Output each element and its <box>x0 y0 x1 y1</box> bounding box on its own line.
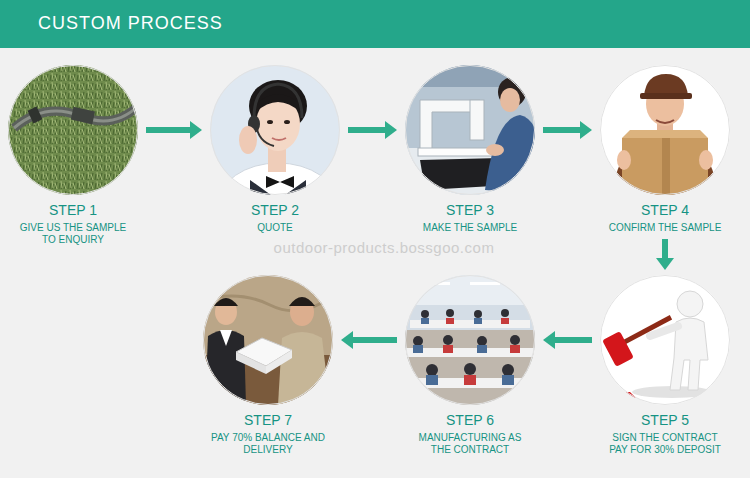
step-texts: STEP 7 PAY 70% BALANCE AND DELIVERY <box>200 412 336 456</box>
circle-outline <box>9 66 138 195</box>
step-description: CONFIRM THE SAMPLE <box>607 222 723 234</box>
step-number: STEP 1 <box>5 202 141 219</box>
step-texts: STEP 3 MAKE THE SAMPLE <box>402 202 538 234</box>
circle-outline <box>204 276 333 405</box>
step-node: STEP 5 SIGN THE CONTRACT PAY FOR 30% DEPO… <box>597 275 733 456</box>
step-number: STEP 2 <box>207 202 343 219</box>
step-circle <box>405 275 535 405</box>
step-circle <box>600 65 730 195</box>
step-circle <box>8 65 138 195</box>
step-description: QUOTE <box>217 222 333 234</box>
step-number: STEP 5 <box>597 412 733 429</box>
step-description: GIVE US THE SAMPLE TO ENQUIRY <box>15 222 131 246</box>
delivery-photo <box>203 275 333 405</box>
flow-arrow <box>662 239 668 258</box>
operator-photo <box>210 65 340 247</box>
step-node: STEP 2 QUOTE <box>207 65 343 234</box>
circle-outline <box>211 66 340 195</box>
contract-photo <box>600 275 730 405</box>
step-number: STEP 7 <box>200 412 336 429</box>
courier-photo <box>600 65 730 200</box>
step-node: STEP 1 GIVE US THE SAMPLE TO ENQUIRY <box>5 65 141 246</box>
step-description: PAY 70% BALANCE AND DELIVERY <box>210 432 326 456</box>
step-node: STEP 6 MANUFACTURING AS THE CONTRACT <box>402 275 538 456</box>
step-texts: STEP 2 QUOTE <box>207 202 343 234</box>
sewing-photo <box>405 65 545 195</box>
step-texts: STEP 4 CONFIRM THE SAMPLE <box>597 202 733 234</box>
step-texts: STEP 6 MANUFACTURING AS THE CONTRACT <box>402 412 538 456</box>
step-node: STEP 7 PAY 70% BALANCE AND DELIVERY <box>200 275 336 456</box>
step-node: STEP 4 CONFIRM THE SAMPLE <box>597 65 733 234</box>
step-circle <box>210 65 340 195</box>
step-circle <box>600 275 730 405</box>
step-number: STEP 6 <box>402 412 538 429</box>
circle-outline <box>601 66 730 195</box>
flow-arrow <box>353 337 397 343</box>
flow-arrow <box>348 127 385 133</box>
flow-arrow <box>555 337 592 343</box>
step-number: STEP 4 <box>597 202 733 219</box>
circle-outline <box>406 66 535 195</box>
flow-arrow <box>146 127 190 133</box>
step-circle <box>405 65 535 195</box>
step-texts: STEP 1 GIVE US THE SAMPLE TO ENQUIRY <box>5 202 141 246</box>
watermark: outdoor-products.bossgoo.com <box>244 239 524 256</box>
sample-photo <box>8 65 140 195</box>
flow-arrow <box>543 127 580 133</box>
step-description: MANUFACTURING AS THE CONTRACT <box>412 432 528 456</box>
title: CUSTOM PROCESS <box>0 0 750 46</box>
step-node: STEP 3 MAKE THE SAMPLE <box>402 65 538 234</box>
step-description: SIGN THE CONTRACT PAY FOR 30% DEPOSIT <box>607 432 723 456</box>
step-description: MAKE THE SAMPLE <box>412 222 528 234</box>
circle-outline <box>601 276 730 405</box>
step-number: STEP 3 <box>402 202 538 219</box>
header-bar: CUSTOM PROCESS <box>0 0 750 48</box>
step-circle <box>203 275 333 405</box>
factory-photo <box>405 275 535 405</box>
circle-outline <box>406 276 535 405</box>
step-texts: STEP 5 SIGN THE CONTRACT PAY FOR 30% DEPO… <box>597 412 733 456</box>
